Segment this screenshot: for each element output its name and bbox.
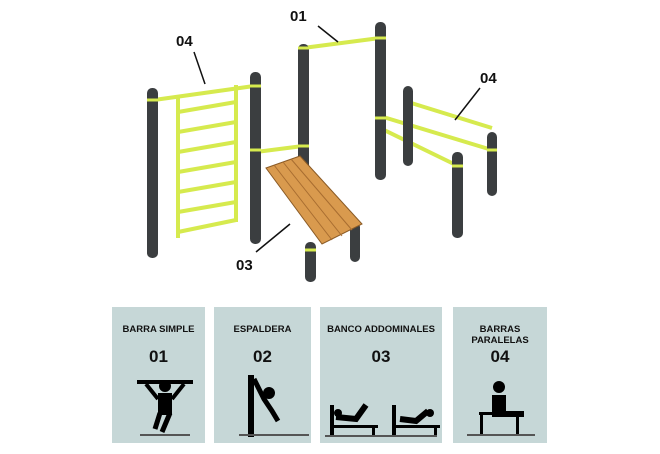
panel-title: BANCO ADDOMINALES [327,324,435,335]
callout-bench: 03 [236,257,253,274]
panel-title: BARRA SIMPLE [122,324,195,335]
situp-bench-figure-icon [325,403,440,437]
parallel-bars-figure-icon [467,381,535,436]
post-rings [147,36,497,252]
callout-pullup-bar: 01 [290,8,307,25]
panel-number: 04 [490,347,510,366]
panel-barras-paralelas: BARRAS PARALELAS 04 [453,307,547,443]
callout-ladder: 04 [176,33,193,50]
panel-title: ESPALDERA [233,324,292,335]
panel-number: 03 [371,347,391,366]
panel-espaldera: ESPALDERA 02 [214,307,311,443]
callout-parallel-bars: 04 [480,70,497,87]
equipment-illustration [147,22,497,282]
pullup-figure-icon [137,380,193,436]
panel-number: 01 [149,347,168,366]
bench [265,155,363,245]
panel-banco-addominales: BANCO ADDOMINALES 03 [320,307,442,443]
callout-lines [193,25,481,253]
yellow-bars [153,36,493,238]
panel-title: BARRAS PARALELAS [471,324,529,346]
panel-barra-simple: BARRA SIMPLE 01 [112,307,205,443]
panel-number: 02 [253,347,272,366]
wall-bars-figure-icon [239,375,309,437]
posts [147,22,497,282]
